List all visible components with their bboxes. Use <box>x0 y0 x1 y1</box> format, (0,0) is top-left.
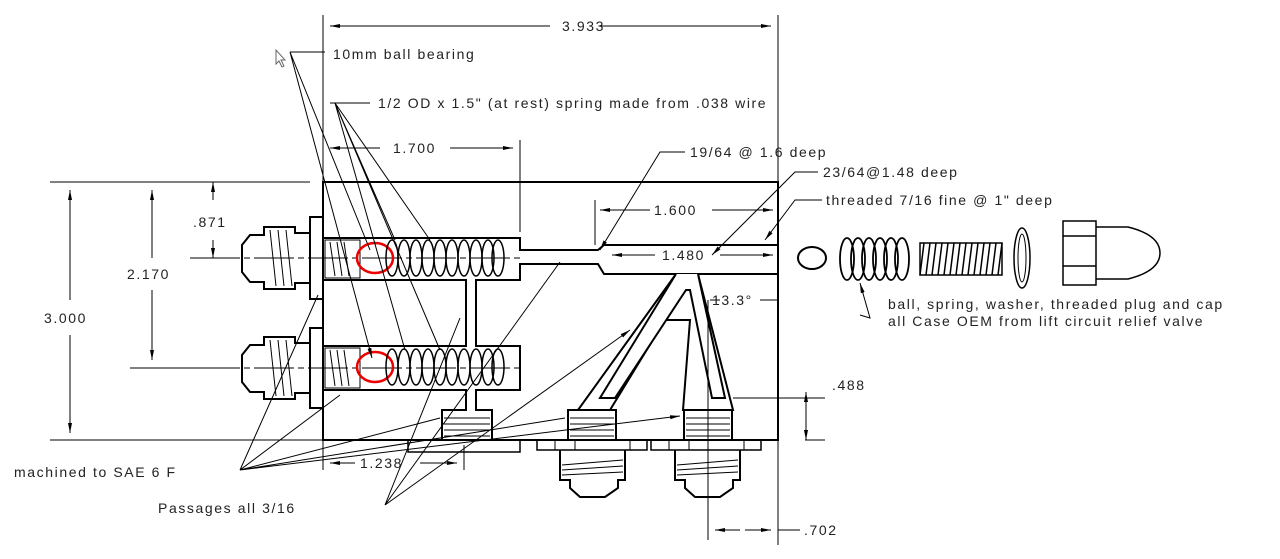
dim-overall-width: 3.933 <box>562 18 605 34</box>
note-spring: 1/2 OD x 1.5" (at rest) spring made from… <box>378 95 767 111</box>
dim-port-height: .488 <box>832 377 866 393</box>
dim-bore-spacing: 2.170 <box>127 266 170 282</box>
dim-overall-height: 3.000 <box>44 310 87 326</box>
note-ball-bearing: 10mm ball bearing <box>333 46 475 62</box>
note-machined: machined to SAE 6 F <box>14 464 177 480</box>
leader-lines <box>239 51 871 506</box>
note-thread: threaded 7/16 fine @ 1" deep <box>826 192 1053 208</box>
notes: 10mm ball bearing 1/2 OD x 1.5" (at rest… <box>14 46 1224 516</box>
dim-upper-offset: .871 <box>193 214 227 230</box>
mouse-cursor-icon <box>275 48 287 68</box>
dimension-lines <box>50 15 825 545</box>
note-drill-1: 19/64 @ 1.6 deep <box>690 144 827 160</box>
dim-bore-depth: 1.700 <box>393 140 436 156</box>
spring-lower <box>385 348 505 386</box>
dim-angle: 13.3° <box>712 292 753 308</box>
dim-counterbore-depth: 1.600 <box>654 202 697 218</box>
dim-port-offset: 1.238 <box>360 455 403 471</box>
note-passages: Passages all 3/16 <box>158 500 296 516</box>
spring-upper <box>385 239 505 277</box>
exploded-parts <box>797 220 1161 289</box>
note-parts-line2: all Case OEM from lift circuit relief va… <box>888 313 1204 329</box>
note-drill-2: 23/64@1.48 deep <box>823 164 959 180</box>
dimension-labels: 3.933 1.700 1.600 1.480 13.3° .871 2.170… <box>44 18 866 538</box>
dim-inner-bore-depth: 1.480 <box>662 247 705 263</box>
note-parts-line1: ball, spring, washer, threaded plug and … <box>888 296 1224 312</box>
valve-body <box>322 181 779 498</box>
dim-port-spacing: .702 <box>804 522 838 538</box>
left-fittings <box>200 216 520 409</box>
